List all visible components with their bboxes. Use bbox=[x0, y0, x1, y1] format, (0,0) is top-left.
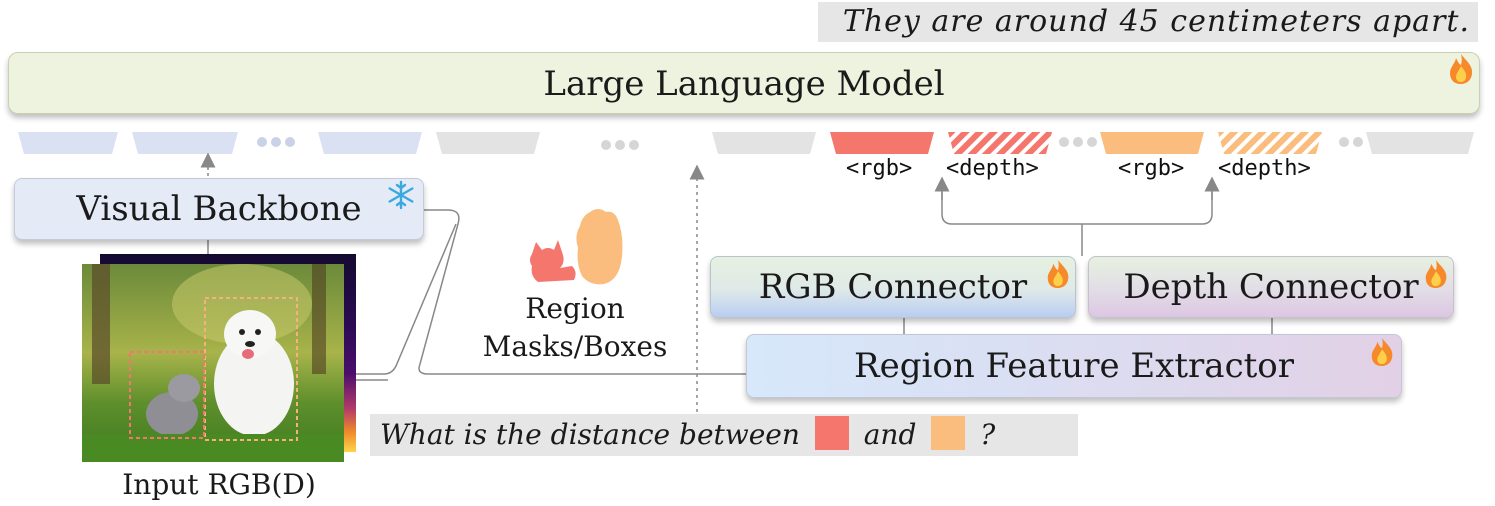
fire-icon bbox=[1450, 54, 1473, 84]
question-text: What is the distance between and ? bbox=[370, 414, 1078, 456]
rgb-tag-1: <rgb> bbox=[846, 156, 913, 181]
visual-token bbox=[18, 132, 118, 154]
region-masks-line1: Region bbox=[525, 292, 625, 325]
fire-icon bbox=[1371, 338, 1393, 366]
depth-tag-1: <depth> bbox=[946, 156, 1039, 181]
depth-token-1 bbox=[948, 132, 1052, 154]
visual-backbone-block: Visual Backbone bbox=[14, 178, 424, 240]
text-token bbox=[436, 132, 540, 154]
question-prefix: What is the distance between bbox=[380, 418, 800, 451]
rgb-token-1 bbox=[830, 132, 934, 154]
input-rgb-image bbox=[82, 264, 344, 462]
input-label: Input RGB(D) bbox=[122, 468, 316, 501]
llm-label: Large Language Model bbox=[543, 64, 945, 104]
question-suffix: ? bbox=[980, 418, 996, 451]
question-middle: and bbox=[863, 418, 917, 451]
text-token bbox=[1366, 132, 1474, 154]
rgb-connector-label: RGB Connector bbox=[758, 267, 1028, 307]
depth-connector-label: Depth Connector bbox=[1123, 267, 1419, 307]
region2-swatch bbox=[931, 416, 966, 450]
region-masks-line2: Masks/Boxes bbox=[482, 330, 668, 363]
visual-token bbox=[318, 132, 422, 154]
region-feature-extractor-label: Region Feature Extractor bbox=[853, 346, 1294, 386]
text-token bbox=[712, 132, 816, 154]
fire-icon bbox=[1425, 260, 1447, 288]
rgb-tag-2: <rgb> bbox=[1118, 156, 1185, 181]
visual-backbone-label: Visual Backbone bbox=[76, 189, 362, 229]
llm-block: Large Language Model bbox=[8, 52, 1480, 114]
depth-token-2 bbox=[1218, 132, 1322, 154]
region-masks-icon bbox=[530, 209, 623, 285]
token-row bbox=[18, 132, 1474, 154]
visual-token bbox=[132, 132, 238, 154]
region-masks-label: Region Masks/Boxes bbox=[468, 290, 682, 366]
region1-swatch bbox=[814, 416, 849, 450]
snowflake-icon bbox=[388, 180, 414, 210]
answer-text: They are around 45 centimeters apart. bbox=[818, 2, 1478, 42]
depth-tag-2: <depth> bbox=[1218, 156, 1311, 181]
rgb-token-2 bbox=[1100, 132, 1204, 154]
fire-icon bbox=[1047, 260, 1069, 288]
depth-connector-block: Depth Connector bbox=[1088, 256, 1454, 318]
rgb-connector-block: RGB Connector bbox=[710, 256, 1076, 318]
region-feature-extractor-block: Region Feature Extractor bbox=[746, 334, 1402, 398]
